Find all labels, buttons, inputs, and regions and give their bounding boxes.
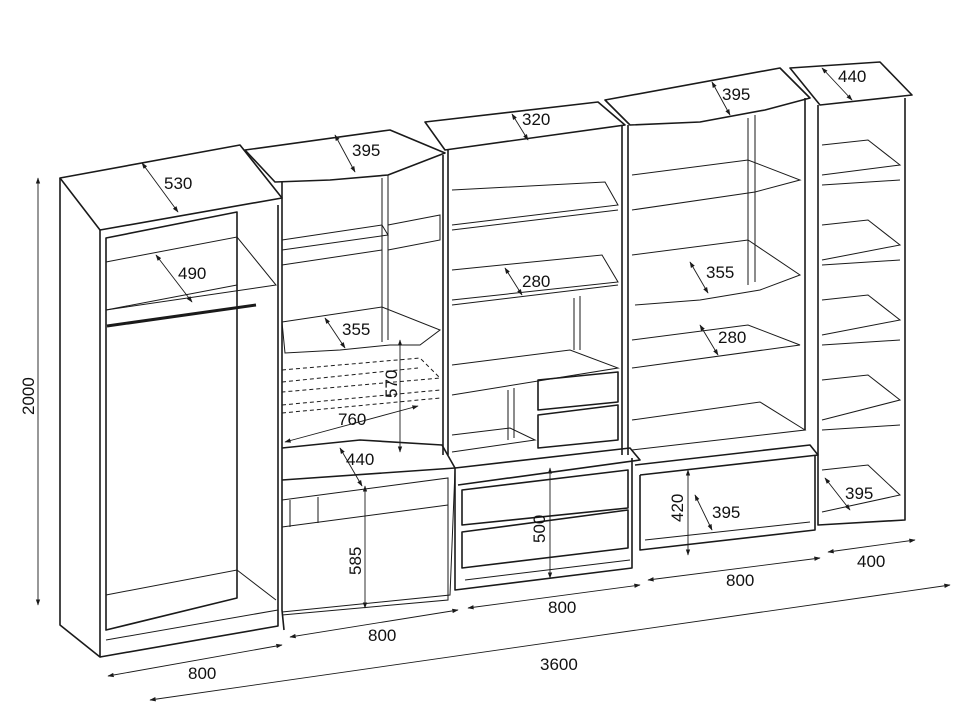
- label-wardrobe-top-depth: 530: [164, 174, 192, 193]
- label-sec4-top-depth: 395: [722, 85, 750, 104]
- label-sec3-shelf-depth: 280: [522, 272, 550, 291]
- dim-wardrobe-inner-depth: [155, 254, 193, 303]
- label-sec2-shelf-depth: 355: [342, 320, 370, 339]
- wardrobe-section: [59, 144, 283, 658]
- dim-width-sec4: [647, 556, 821, 582]
- label-sec2-top-depth: 395: [352, 141, 380, 160]
- dim-sec4-lower-shelf-depth: [699, 324, 719, 356]
- narrow-shelving: [789, 61, 913, 526]
- label-width-sec1: 800: [188, 664, 216, 683]
- label-desk-height: 585: [346, 547, 365, 575]
- label-sec4-upper-shelf-depth: 355: [706, 263, 734, 282]
- dimension-labels: 2000 530 490 395 355 320 280 395 355 280…: [19, 67, 885, 683]
- shelf-section: [604, 67, 819, 551]
- label-height-total: 2000: [19, 377, 38, 415]
- dimension-lines: [35, 67, 951, 702]
- label-sec3-top-depth: 320: [522, 110, 550, 129]
- label-drawer-unit-height: 500: [530, 515, 549, 543]
- label-niche-width: 760: [338, 410, 366, 429]
- dim-sec3-top-depth: [511, 113, 529, 141]
- label-sec5-top-depth: 440: [838, 67, 866, 86]
- label-low-cabinet-depth: 395: [712, 503, 740, 522]
- label-width-sec3: 800: [548, 598, 576, 617]
- label-width-sec2: 800: [368, 626, 396, 645]
- dim-desk-depth: [339, 447, 363, 487]
- label-wardrobe-inner-depth: 490: [178, 264, 206, 283]
- dim-sec5-top-depth: [821, 67, 853, 101]
- label-width-sec4: 800: [726, 571, 754, 590]
- dim-low-cabinet-depth: [694, 494, 713, 531]
- label-niche-height: 570: [382, 370, 401, 398]
- dim-sec2-shelf-depth: [324, 317, 346, 349]
- dim-wardrobe-top-depth: [141, 162, 179, 213]
- dim-width-sec5: [827, 538, 916, 554]
- dim-sec2-top-depth: [334, 134, 356, 173]
- dim-sec4-upper-shelf-depth: [689, 261, 709, 294]
- dim-niche-width: [284, 405, 419, 443]
- dim-sec3-shelf-depth: [504, 267, 523, 296]
- label-width-total: 3600: [540, 655, 578, 674]
- dim-sec5-bottom-depth: [824, 477, 851, 511]
- dim-width-total: [149, 583, 951, 702]
- label-width-sec5: 400: [857, 552, 885, 571]
- label-desk-depth: 440: [346, 450, 374, 469]
- label-low-cabinet-height: 420: [668, 494, 687, 522]
- label-sec5-bottom-depth: 395: [845, 484, 873, 503]
- label-sec4-lower-shelf-depth: 280: [718, 328, 746, 347]
- dim-sec4-top-depth: [711, 81, 731, 116]
